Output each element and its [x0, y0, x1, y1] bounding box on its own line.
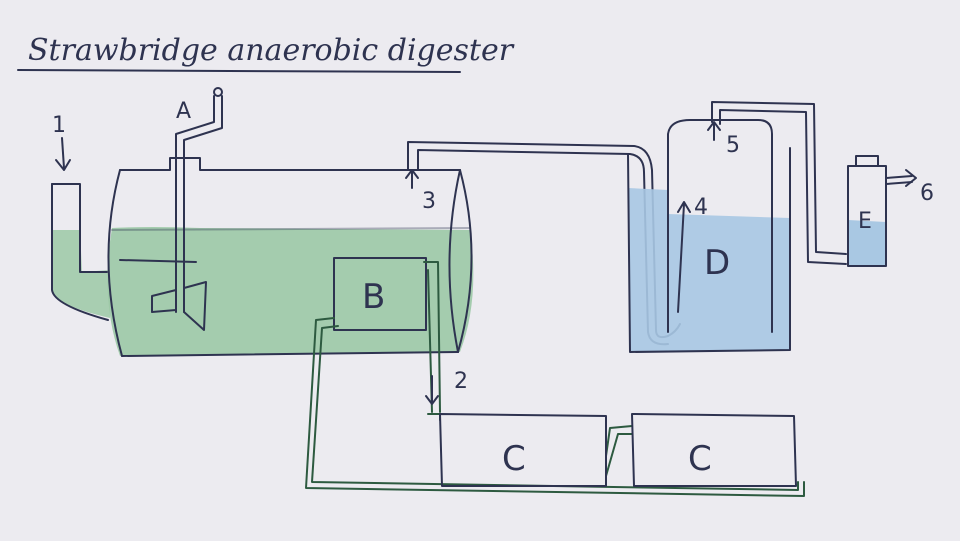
- label-d: D: [704, 243, 730, 283]
- box-b: [333, 257, 427, 331]
- label-5: 5: [726, 133, 740, 158]
- label-a: A: [176, 99, 191, 124]
- gas-pipe-to-e-outer: [711, 101, 847, 255]
- arrow-2: [425, 375, 439, 405]
- title-underline: [17, 69, 461, 73]
- inlet-hopper: [51, 183, 110, 321]
- diagram-title: Strawbridge anaerobic digester: [28, 33, 515, 68]
- label-2: 2: [454, 369, 468, 394]
- box-c2: [631, 413, 797, 487]
- label-6: 6: [920, 181, 934, 206]
- gas-holder-d: [627, 119, 791, 353]
- box-c1: [439, 413, 607, 487]
- label-3: 3: [422, 189, 436, 214]
- arrow-1: [55, 137, 71, 171]
- arrow-3: [405, 169, 419, 189]
- label-c1: C: [502, 439, 526, 479]
- crank-knob: [213, 87, 223, 97]
- label-c2: C: [688, 439, 712, 479]
- label-4: 4: [694, 195, 708, 220]
- arrow-5: [707, 121, 721, 141]
- gas-pipe-to-e-inner: [719, 109, 847, 265]
- arrows: [55, 121, 721, 405]
- vessel-e: [847, 155, 917, 267]
- label-1: 1: [52, 113, 66, 138]
- stirrer: [119, 87, 223, 331]
- label-b: B: [362, 277, 385, 317]
- label-e: E: [858, 209, 872, 234]
- arrow-4: [677, 201, 691, 313]
